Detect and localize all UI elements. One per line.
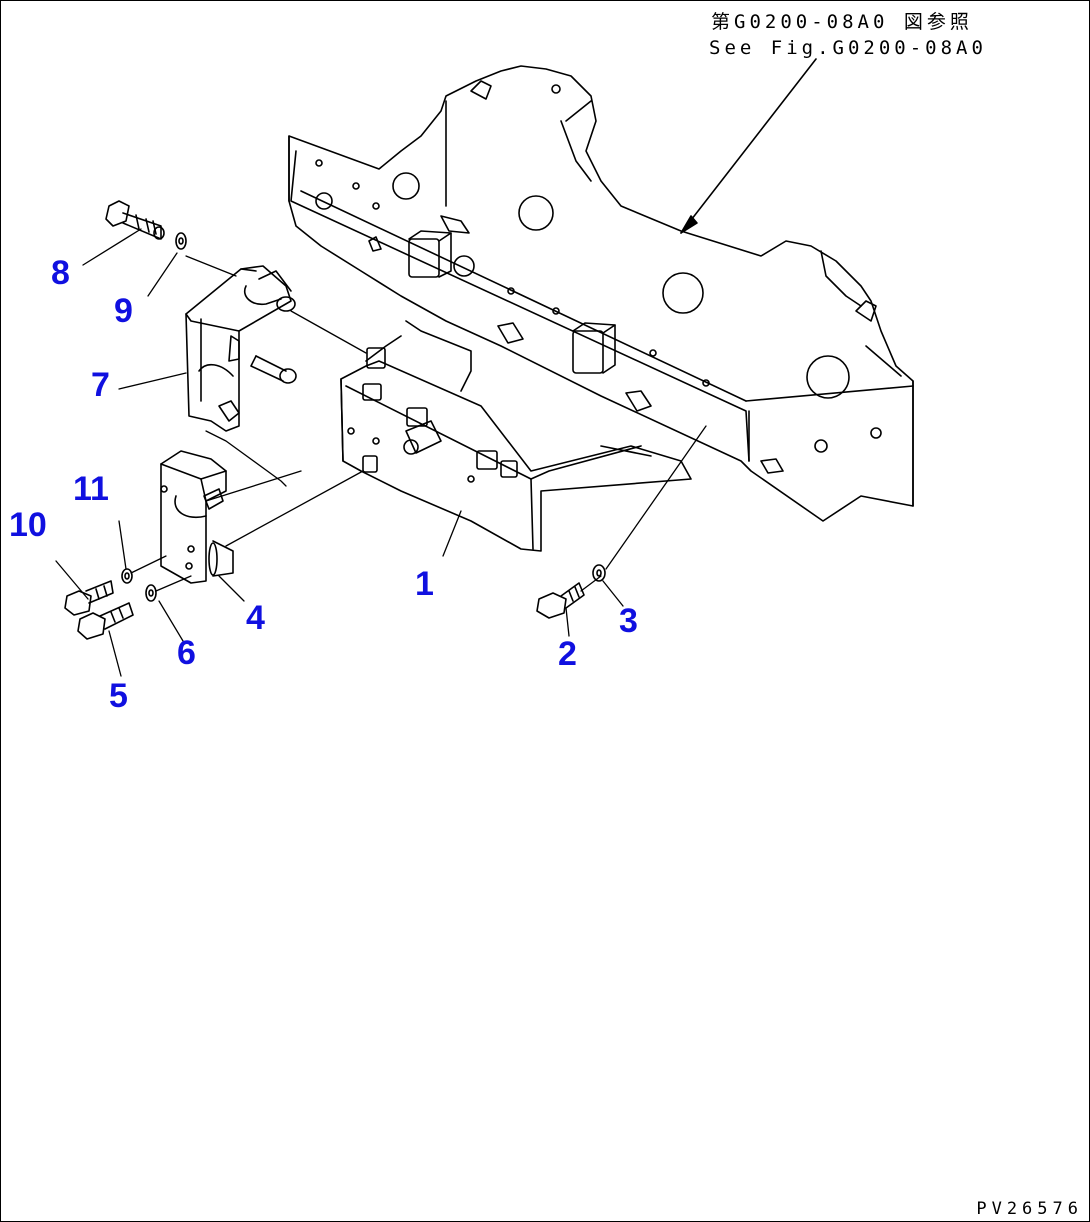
callout-5: 5 xyxy=(109,677,128,715)
callout-6: 6 xyxy=(177,634,196,672)
callout-3: 3 xyxy=(619,602,638,640)
drawing-code: PV26576 xyxy=(976,1199,1083,1219)
callout-leaders xyxy=(55,228,624,677)
main-frame xyxy=(288,65,914,522)
callout-2: 2 xyxy=(558,635,577,673)
washer-6 xyxy=(145,584,157,602)
bolt-5 xyxy=(77,602,134,640)
washer-9 xyxy=(175,232,187,250)
assembly-lines xyxy=(130,255,707,592)
bolt-8 xyxy=(105,200,165,240)
part-4-bracket xyxy=(160,450,234,584)
callout-7: 7 xyxy=(91,366,110,404)
reference-leader xyxy=(680,58,817,234)
figure-reference-en: See Fig.G0200-08A0 xyxy=(709,37,987,59)
callout-9: 9 xyxy=(114,292,133,330)
callout-8: 8 xyxy=(51,254,70,292)
washer-11 xyxy=(121,568,133,584)
bolt-2 xyxy=(536,582,585,619)
callout-1: 1 xyxy=(415,565,434,603)
part-1-cover xyxy=(340,320,692,552)
callout-10: 10 xyxy=(9,506,47,544)
part-7-bracket xyxy=(185,265,297,432)
figure-reference-jp: 第G0200-08A0 図参照 xyxy=(711,11,973,33)
callout-11: 11 xyxy=(73,470,109,508)
callout-4: 4 xyxy=(246,599,265,637)
bolt-10 xyxy=(64,580,114,616)
washer-3 xyxy=(592,564,606,582)
